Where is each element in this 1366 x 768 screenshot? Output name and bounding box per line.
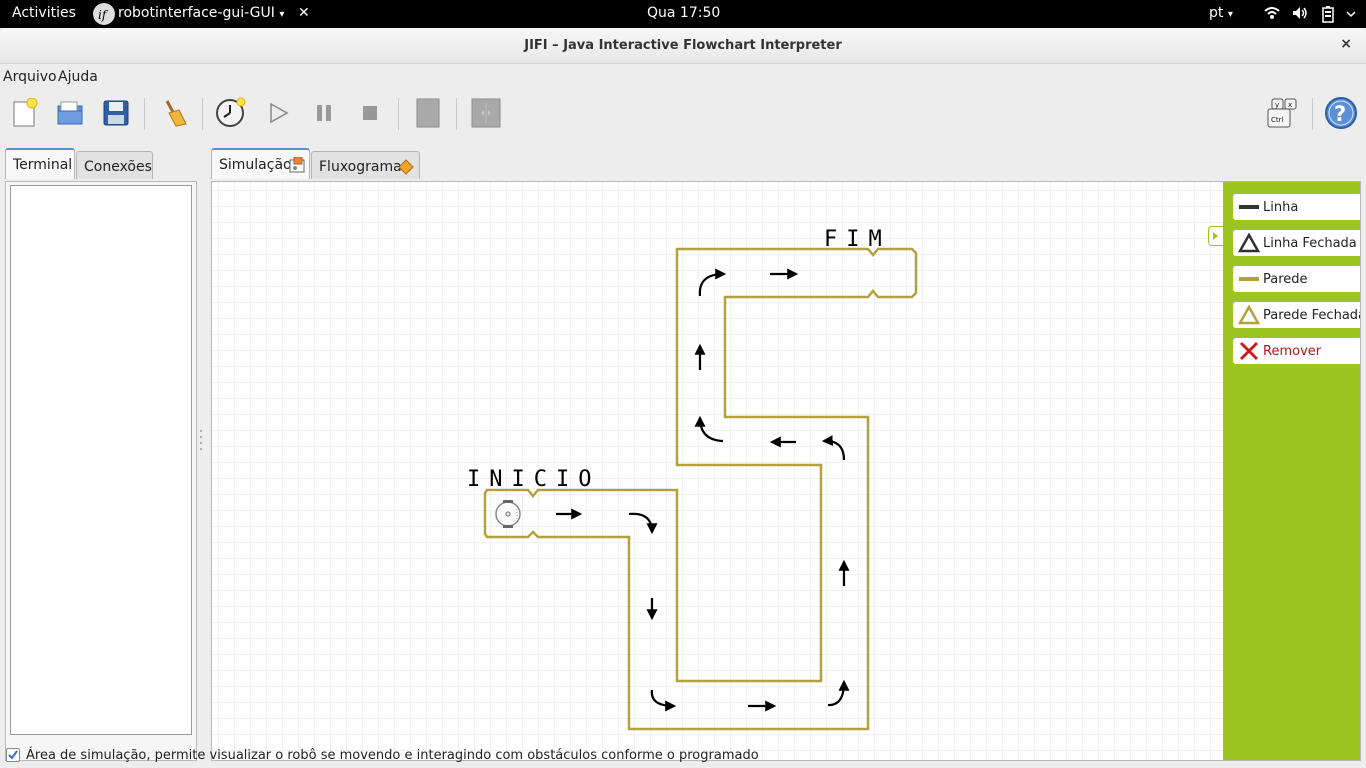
closed-wall-icon — [1238, 305, 1260, 325]
help-icon[interactable]: ? — [1324, 96, 1358, 130]
wifi-icon[interactable] — [1264, 6, 1280, 24]
clock[interactable]: Qua 17:50 — [647, 5, 721, 21]
keyboard-shortcuts-icon[interactable]: Ctrl y x — [1266, 96, 1300, 130]
robot[interactable] — [495, 500, 521, 528]
track-wall — [483, 247, 918, 731]
system-top-bar: Activities if robotinterface-gui-GUI ▾ ✕… — [0, 0, 1366, 28]
clock-icon[interactable] — [214, 96, 248, 130]
broom-icon[interactable] — [157, 96, 191, 130]
wall-icon — [1239, 277, 1259, 281]
new-file-icon[interactable] — [7, 96, 41, 130]
language-label: pt — [1209, 5, 1224, 21]
volume-icon[interactable] — [1292, 6, 1308, 24]
app-logo-icon: if — [92, 2, 116, 30]
app-close-icon[interactable]: ✕ — [298, 5, 310, 21]
palette-item-parede[interactable]: Parede — [1233, 266, 1360, 292]
tab-fluxograma[interactable]: Fluxograma — [311, 151, 420, 179]
palette-item-label: Parede Fechada — [1263, 308, 1361, 323]
svg-text:?: ? — [1334, 102, 1346, 126]
battery-icon[interactable] — [1322, 5, 1334, 27]
tool-palette: Linha Linha Fechada Parede Parede Fechad… — [1223, 182, 1361, 760]
window-title: JIFI – Java Interactive Flowchart Interp… — [524, 38, 842, 53]
status-text: Área de simulação, permite visualizar o … — [26, 748, 759, 763]
simulation-canvas[interactable]: INICIO FIM — [212, 182, 1223, 761]
svg-text:y: y — [1275, 101, 1279, 109]
terminal-output[interactable] — [10, 185, 192, 735]
palette-item-parede-fechada[interactable]: Parede Fechada — [1233, 302, 1361, 328]
panel-splitter[interactable] — [199, 428, 203, 452]
palette-item-label: Remover — [1263, 344, 1322, 359]
palette-item-label: Linha — [1263, 200, 1299, 215]
remove-icon — [1239, 341, 1259, 361]
turn-arrow — [650, 689, 677, 712]
play-icon[interactable] — [261, 96, 295, 130]
svg-text:x: x — [1288, 101, 1292, 109]
step-icon[interactable] — [411, 96, 445, 130]
turn-arrow — [821, 435, 846, 461]
palette-item-label: Linha Fechada — [1263, 236, 1357, 251]
window-close-button[interactable]: × — [1340, 36, 1352, 52]
window-titlebar[interactable]: JIFI – Java Interactive Flowchart Interp… — [0, 28, 1366, 64]
tab-simulacao[interactable]: Simulação — [211, 148, 310, 179]
closed-line-icon — [1238, 233, 1260, 253]
menu-arquivo[interactable]: Arquivo — [3, 69, 57, 85]
line-icon — [1239, 205, 1259, 209]
language-menu[interactable]: pt ▾ — [1209, 5, 1233, 21]
pause-icon[interactable] — [307, 96, 341, 130]
palette-item-label: Parede — [1263, 272, 1308, 287]
app-menu-arrow-icon: ▾ — [279, 9, 285, 20]
stop-icon[interactable] — [353, 96, 387, 130]
save-disk-icon[interactable] — [99, 96, 133, 130]
turn-arrow — [698, 268, 727, 297]
system-menu-arrow-icon[interactable] — [1346, 6, 1356, 24]
split-icon[interactable] — [469, 96, 503, 130]
turn-arrow — [628, 512, 658, 535]
end-label: FIM — [824, 227, 891, 252]
terminal-panel — [5, 181, 197, 761]
turn-arrow — [694, 415, 724, 443]
status-bar: Área de simulação, permite visualizar o … — [0, 747, 1366, 767]
flowchart-tab-icon — [398, 159, 414, 179]
svg-text:if: if — [98, 8, 109, 22]
activities-button[interactable]: Activities — [12, 5, 76, 21]
palette-item-linha[interactable]: Linha — [1233, 194, 1360, 220]
svg-text:Ctrl: Ctrl — [1271, 116, 1284, 124]
tab-conexoes-label: Conexões — [84, 159, 152, 175]
simulation-panel[interactable]: INICIO FIM — [211, 181, 1361, 761]
simulation-tab-icon — [289, 156, 305, 177]
tab-terminal-label: Terminal — [13, 157, 73, 173]
start-label: INICIO — [467, 467, 600, 492]
grid-background — [212, 182, 1223, 760]
language-arrow-icon: ▾ — [1227, 9, 1233, 20]
palette-toggle-button[interactable] — [1208, 226, 1223, 246]
palette-item-remover[interactable]: Remover — [1233, 338, 1360, 364]
app-menu[interactable]: robotinterface-gui-GUI ▾ — [118, 5, 284, 21]
app-menu-label: robotinterface-gui-GUI — [118, 5, 275, 21]
tab-simulacao-label: Simulação — [219, 157, 292, 173]
status-checkbox[interactable] — [6, 748, 20, 762]
toolbar: Ctrl y x ? — [0, 94, 1366, 134]
tab-terminal[interactable]: Terminal — [5, 148, 75, 179]
turn-arrow — [827, 679, 850, 707]
menu-ajuda[interactable]: Ajuda — [58, 69, 98, 85]
tab-conexoes[interactable]: Conexões — [76, 151, 153, 179]
tab-fluxograma-label: Fluxograma — [319, 159, 402, 175]
palette-item-linha-fechada[interactable]: Linha Fechada — [1233, 230, 1360, 256]
open-folder-icon[interactable] — [53, 96, 87, 130]
main-window: JIFI – Java Interactive Flowchart Interp… — [0, 28, 1366, 768]
